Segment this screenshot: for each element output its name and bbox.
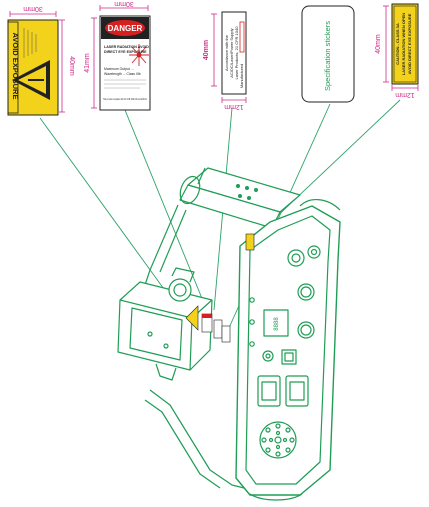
laser-starburst-icon — [129, 44, 149, 66]
danger-line1: LASER RADIATION AVOID — [104, 45, 149, 49]
manufacturer-height-dim: 40mm — [203, 40, 210, 60]
danger-line2: DIRECT EYE EXPOSURE — [104, 50, 147, 54]
label-caution: 40mm 12mm CAUTION - CLASS 3A LASER RADIA… — [375, 3, 419, 98]
laser-projector-device: 8888 — [117, 167, 341, 501]
danger-line4: Wavelength ... Class IIIb — [104, 72, 141, 76]
applied-warning-triangle-sticker — [185, 305, 199, 331]
ventilation-grille — [259, 421, 297, 459]
caution-width-dim: 12mm — [395, 91, 415, 98]
laser-output-module — [117, 267, 213, 381]
spec-stickers-text: Specification stickers — [323, 21, 332, 91]
warning-width-dim: 30mm — [23, 5, 43, 12]
ilda-display — [263, 309, 289, 337]
warning-avoid-exposure-text: AVOID EXPOSURE — [11, 33, 20, 100]
caution-line1: CAUTION - CLASS 3A — [395, 23, 400, 65]
manufacturer-line3: Laser Products, 21 CFR 1040 — [234, 26, 239, 80]
power-outlet — [285, 375, 309, 407]
applied-stickers — [185, 233, 255, 343]
applied-caution-sticker — [245, 233, 255, 251]
manufacturer-line1: Accordance with the — [224, 34, 229, 71]
danger-width-dim: 30mm — [114, 0, 134, 7]
label-danger: 30mm 41mm DANGER LASER RADIATION AVOID D… — [84, 0, 151, 111]
label-manufacturer: 40mm 12mm Accordance with the AC/DC/Lase… — [203, 11, 247, 110]
power-inlet — [257, 375, 281, 407]
label-warning-triangle: 30mm 40mm AVOID EXPOSURE — [7, 5, 75, 116]
top-handle — [179, 167, 301, 229]
xlr-out — [297, 321, 315, 339]
display-digits: 8888 — [274, 317, 280, 331]
caution-height-dim: 40mm — [375, 34, 382, 54]
connectors: 8888 — [249, 245, 321, 459]
bnc-connector — [307, 245, 321, 259]
fuse-holder — [262, 350, 274, 362]
danger-footer-text: This product complies with 21 CFR 1040.1… — [103, 97, 147, 101]
leader-lines — [39, 99, 401, 331]
caution-line2: LASER RADIATION WHEN OPEN — [401, 13, 406, 75]
danger-header-text: DANGER — [108, 24, 143, 33]
leader-danger — [124, 109, 211, 319]
danger-height-dim: 41mm — [84, 53, 91, 73]
manufacturer-width-dim: 12mm — [224, 103, 244, 110]
side-frame-arm — [149, 389, 253, 491]
applied-manufacturer-sticker — [213, 319, 223, 339]
key-switch — [287, 249, 305, 267]
label-spec: Specification stickers — [301, 5, 355, 103]
applied-spec-sticker — [221, 325, 231, 343]
xlr-in — [297, 283, 315, 301]
caution-line3: AVOID DIRECT EYE EXPOSURE — [407, 13, 412, 74]
manufactured-field-box — [239, 21, 245, 53]
manufacturer-line2: AC/DC/Laser/Power Supply — [229, 28, 234, 77]
manufactured-text: Manufactured — [239, 64, 244, 88]
warning-height-dim: 40mm — [68, 56, 75, 76]
danger-line3: Maximum Output ... — [104, 67, 134, 71]
power-switch — [281, 349, 297, 365]
